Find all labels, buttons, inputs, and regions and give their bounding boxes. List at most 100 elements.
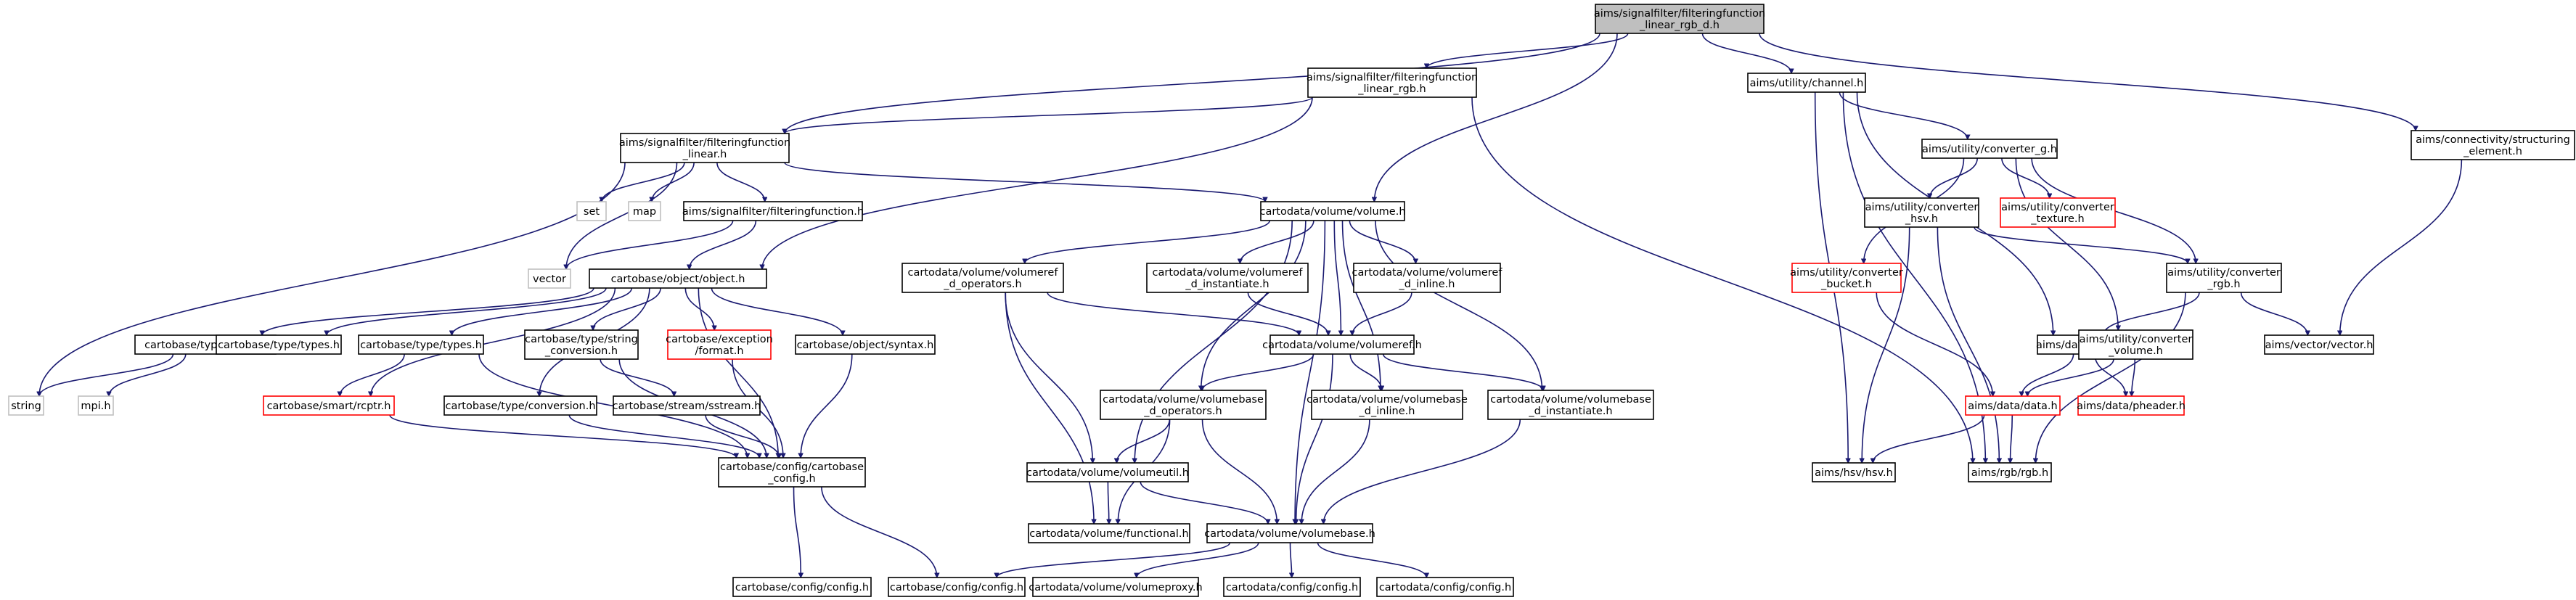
node-datah[interactable]: aims/data/data.h [1965,395,2061,416]
node-config1[interactable]: cartobase/config/config.h [732,577,872,597]
node-convhsv[interactable]: aims/utility/converter_hsv.h [1864,197,1979,228]
node-typeconv[interactable]: cartobase/type/conversion.h [443,395,597,416]
node-pheader[interactable]: aims/data/pheader.h [2077,395,2185,416]
node-box [2411,130,2575,160]
node-hsv[interactable]: aims/hsv/hsv.h [1812,462,1896,482]
node-vecvec[interactable]: aims/vector/vector.h [2264,334,2374,355]
edge-line [2340,159,2463,335]
edge-line [566,162,678,269]
edge-object-to-rcptr [371,287,616,396]
node-box [1791,263,1902,293]
node-convg[interactable]: aims/utility/converter_g.h [1921,139,2058,159]
node-vbops[interactable]: cartodata/volume/volumebase_d_operators.… [1100,390,1267,420]
edge-types1-to-string [39,353,174,396]
node-label: aims/utility/converter [2001,202,2114,213]
node-fflin[interactable]: aims/signalfilter/filteringfunction_line… [619,133,790,163]
node-label: _volume.h [2108,345,2163,357]
node-box [1100,390,1267,420]
node-vbinl[interactable]: cartodata/volume/volumebase_d_inline.h [1307,390,1468,420]
edge-ff-to-object [690,220,757,269]
edge-line [997,542,1231,578]
edge-ffrgb-to-fflin [785,96,1313,134]
node-volume[interactable]: cartodata/volume/volume.h [1259,201,1406,221]
edge-line [785,96,1313,134]
node-cdconfig1[interactable]: cartodata/config/config.h [1223,577,1361,597]
edge-line [690,220,757,269]
node-label: cartodata/config/config.h [1379,582,1511,593]
node-label: aims/utility/converter [1790,267,1903,279]
node-convrgb[interactable]: aims/utility/converter_rgb.h [2166,263,2282,293]
node-label: /format.h [695,345,743,357]
edge-line [2035,292,2186,463]
edge-ffrgb-to-object [762,96,1313,269]
node-vbinst[interactable]: cartodata/volume/volumebase_d_instantiat… [1487,390,1654,420]
node-convvol[interactable]: aims/utility/converter_volume.h [2078,329,2193,360]
edge-types3-to-rcptr [340,353,405,396]
node-functional[interactable]: cartodata/volume/functional.h [1028,523,1190,543]
edge-line [716,162,765,202]
node-root[interactable]: aims/signalfilter/filteringfunction_line… [1594,4,1765,34]
node-syntax[interactable]: cartobase/object/syntax.h [795,334,936,355]
node-label: vector [533,274,566,285]
edge-convhsv-to-rgb [1937,226,1999,463]
node-label: aims/signalfilter/filteringfunction.h [682,206,864,218]
node-box [528,268,571,289]
edge-vrefops-to-functional [1005,292,1094,524]
edge-line [1862,226,1910,463]
node-convtex[interactable]: aims/utility/converter_texture.h [2000,197,2116,228]
node-box [1353,263,1501,293]
node-cdconfig2[interactable]: cartodata/config/config.h [1376,577,1514,597]
node-label: map [633,206,656,218]
node-volutil[interactable]: cartodata/volume/volumeutil.h [1026,462,1189,482]
node-types2[interactable]: cartobase/type/types.h [216,334,342,355]
node-vrefinl[interactable]: cartodata/volume/volumeref_d_inline.h [1352,263,1503,293]
edge-line [1471,96,1973,463]
node-convbucket[interactable]: aims/utility/converter_bucket.h [1790,263,1903,293]
node-config2[interactable]: cartobase/config/config.h [888,577,1026,597]
node-vrefops[interactable]: cartodata/volume/volumeref_d_operators.h [901,263,1064,293]
node-volbase[interactable]: cartodata/volume/volumebase.h [1204,523,1375,543]
edge-line [262,287,594,335]
edge-line [389,414,736,458]
node-ffrgb[interactable]: aims/signalfilter/filteringfunction_line… [1307,67,1478,98]
node-cbconfig[interactable]: cartobase/config/cartobase_config.h [718,457,866,488]
node-label: cartodata/volume/volumeref [1153,267,1304,279]
node-box [1595,4,1765,34]
edge-line [1201,220,1307,390]
edge-cbconfig-to-config1 [793,486,801,578]
edge-datah-to-hsv [1873,414,1985,463]
node-label: _d_instantiate.h [1185,279,1269,290]
node-box [901,263,1064,293]
edge-line [1382,353,1544,390]
edge-line [1137,542,1259,578]
node-object[interactable]: cartobase/object/object.h [589,268,767,289]
node-volref[interactable]: cartodata/volume/volumeref.h [1262,334,1422,355]
edge-line [568,414,759,458]
node-excfmt[interactable]: cartobase/exception/format.h [666,329,773,360]
edge-convrgb-to-rgb [2035,292,2186,463]
node-types3[interactable]: cartobase/type/types.h [358,334,484,355]
node-map: map [628,201,661,221]
node-sstream[interactable]: cartobase/stream/sstream.h [613,395,761,416]
node-strconv[interactable]: cartobase/type/string_conversion.h [524,329,639,360]
node-rgb[interactable]: aims/rgb/rgb.h [1968,462,2052,482]
edge-line [1842,91,1985,463]
edge-line [2001,157,2050,198]
node-label: _conversion.h [544,345,618,357]
node-vrefinst[interactable]: cartodata/volume/volumeref_d_instantiate… [1146,263,1309,293]
node-rcptr[interactable]: cartobase/smart/rcptr.h [263,395,395,416]
node-label: _d_inline.h [1399,279,1455,290]
node-label: cartobase/type/types.h [218,340,340,351]
edge-convbucket-to-datah [1876,292,1992,396]
node-box [683,201,863,221]
node-structel[interactable]: aims/connectivity/structuring_element.h [2411,130,2575,160]
node-box [732,577,872,597]
node-volproxy[interactable]: cartodata/volume/volumeproxy.h [1029,577,1203,597]
node-channel[interactable]: aims/utility/channel.h [1747,73,1866,93]
node-set: set [576,201,607,221]
graph-nodes: aims/signalfilter/filteringfunction_line… [8,4,2575,597]
node-ff[interactable]: aims/signalfilter/filteringfunction.h [682,201,864,221]
edge-convg-to-convtex [2001,157,2050,198]
edge-line [2027,358,2114,396]
edge-convhsv-to-convrgb [1974,226,2188,263]
